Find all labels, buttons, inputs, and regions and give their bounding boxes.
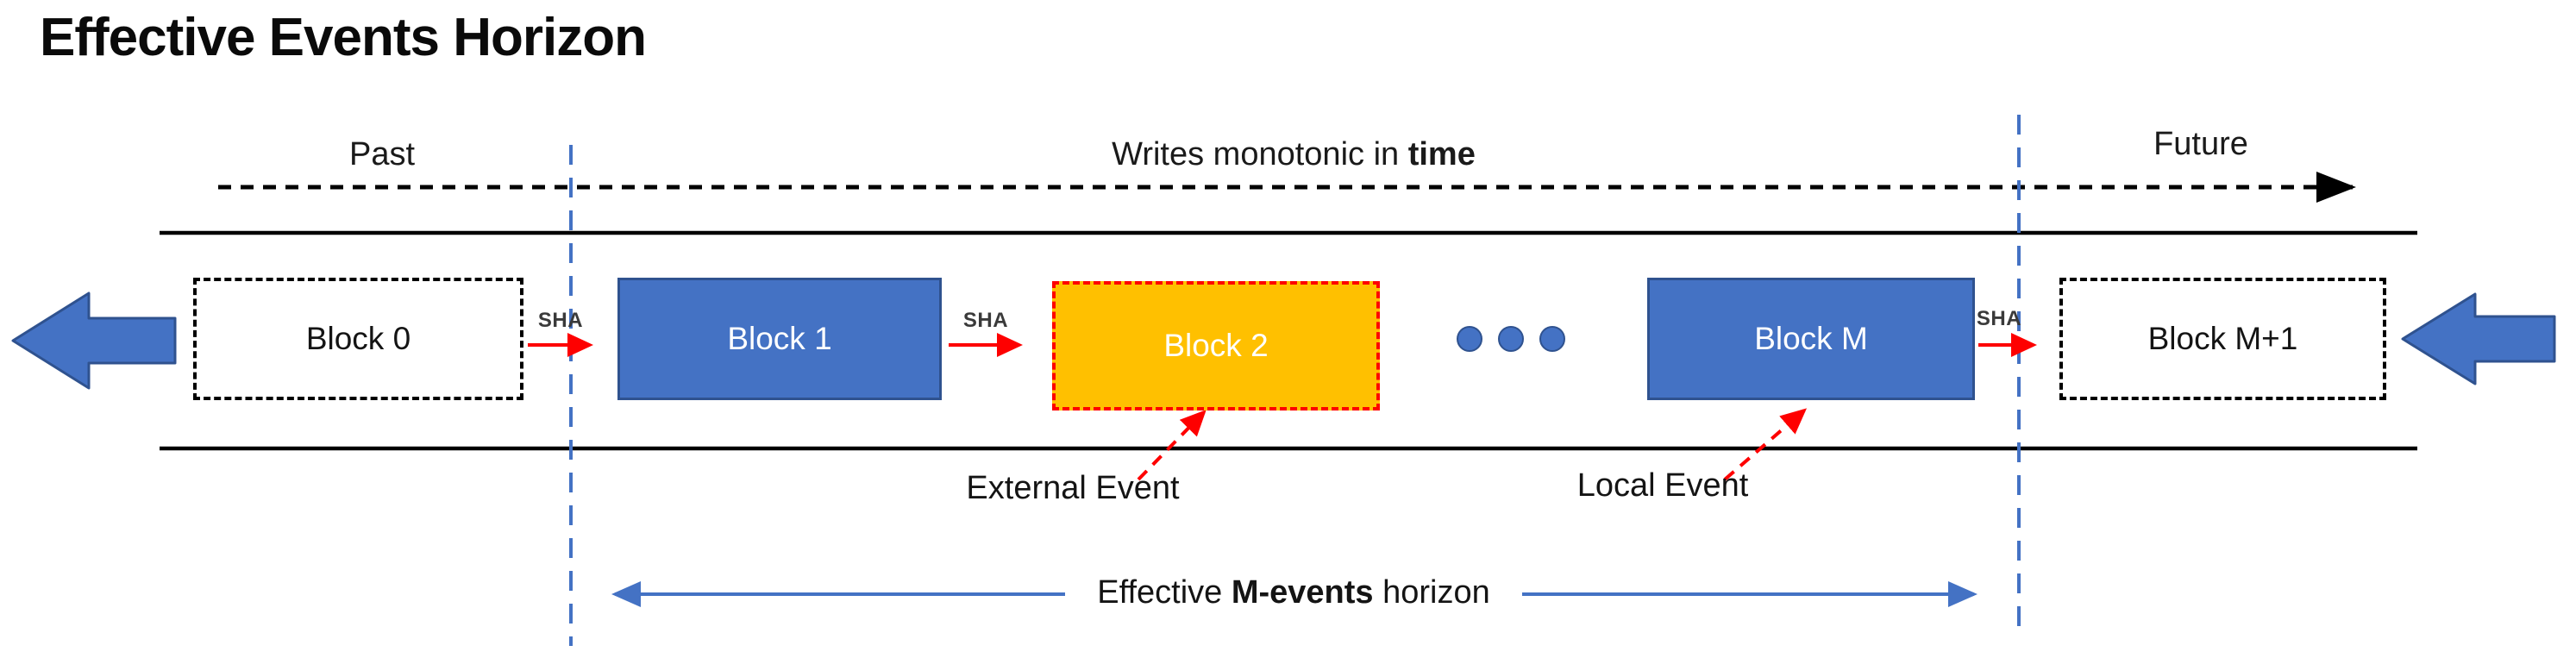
external-event-label: External Event [966, 470, 1180, 506]
local-event-arrow [1723, 408, 1808, 481]
ellipsis-dot-3 [1539, 326, 1565, 352]
effective-horizon-label-bold: M-events [1231, 574, 1374, 611]
block-0-label: Block 0 [305, 321, 411, 356]
future-label: Future [2153, 126, 2248, 162]
page-title: Effective Events Horizon [40, 8, 647, 67]
block-1: Block 1 [617, 278, 942, 400]
sha-label-2: SHA [962, 309, 1009, 332]
external-event-arrow [1137, 410, 1207, 481]
effective-horizon-label-suffix: horizon [1373, 574, 1490, 611]
sha-label-1: SHA [537, 309, 584, 332]
past-direction-arrow [11, 291, 177, 390]
writes-monotonic-label: Writes monotonic in time [992, 136, 1595, 173]
local-event-label: Local Event [1576, 467, 1749, 504]
block-1-label: Block 1 [727, 321, 832, 356]
ellipsis-dot-2 [1498, 326, 1524, 352]
sha-label-3: SHA [1976, 307, 2022, 330]
block-m-label: Block M [1754, 321, 1868, 356]
block-m-plus-1: Block M+1 [2059, 278, 2386, 400]
effective-horizon-label: Effective M-events horizon [1035, 574, 1552, 611]
future-direction-arrow [2401, 292, 2556, 385]
block-0: Block 0 [193, 278, 523, 400]
block-m-plus-1-label: Block M+1 [2147, 321, 2298, 356]
writes-monotonic-label-bold: time [1407, 136, 1476, 172]
effective-horizon-label-prefix: Effective [1097, 574, 1232, 611]
writes-monotonic-label-text: Writes monotonic in [1112, 136, 1408, 172]
ellipsis-dot-1 [1457, 326, 1482, 352]
block-2: Block 2 [1052, 281, 1380, 410]
block-m: Block M [1647, 278, 1975, 400]
block-2-label: Block 2 [1163, 328, 1269, 363]
past-label: Past [348, 136, 416, 172]
